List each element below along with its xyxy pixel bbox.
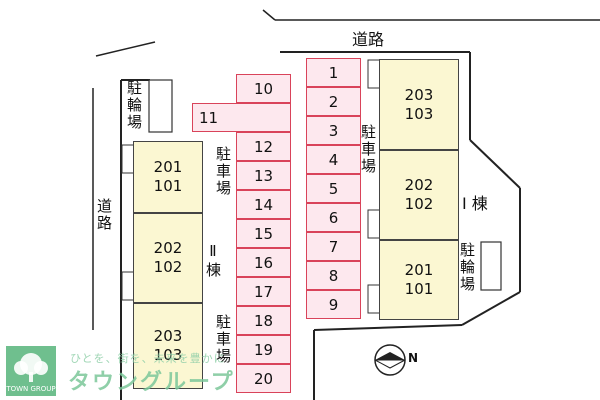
room-lower-number: 101	[404, 280, 434, 298]
room-lower-number: 103	[153, 346, 183, 364]
parking-stall-3: 3	[306, 116, 361, 145]
bike-parking-right-label: 駐輪場	[458, 242, 476, 293]
parking-stall-13: 13	[236, 161, 291, 190]
parking-stall-1: 1	[306, 58, 361, 87]
parking-stall-6: 6	[306, 203, 361, 232]
parking-stall-11: 11	[192, 103, 291, 132]
room-lower-number: 101	[153, 177, 183, 195]
room-lower-number: 102	[404, 195, 434, 213]
building-2-room-202-102: 202 102	[133, 213, 203, 303]
building-1-label: Ⅰ 棟	[462, 194, 488, 213]
room-upper-number: 203	[153, 327, 183, 345]
parking-stall-9: 9	[306, 290, 361, 319]
building-2-room-203-103: 203 103	[133, 303, 203, 389]
lot-boundary-right	[461, 291, 521, 326]
room-upper-number: 201	[404, 261, 434, 279]
logo-text: TOWN GROUP	[6, 385, 56, 393]
parking-right-label: 駐車場	[359, 124, 377, 175]
room-lower-number: 103	[404, 104, 434, 123]
town-group-logo: TOWN GROUP	[6, 346, 56, 396]
lot-boundary-right	[469, 139, 521, 189]
room-upper-number: 202	[153, 239, 183, 257]
parking-stall-18: 18	[236, 306, 291, 335]
road-edge-top	[262, 9, 276, 21]
parking-stall-12: 12	[236, 132, 291, 161]
watermark: TOWN GROUP ひとを、街を、未来を豊かに タウングループ	[0, 342, 600, 400]
road-label-top: 道路	[352, 30, 385, 49]
north-compass	[374, 344, 406, 376]
parking-stall-19: 19	[236, 335, 291, 364]
building-1-room-201-101: 201 101	[379, 240, 459, 320]
room-upper-number: 201	[153, 158, 183, 176]
room-lower-number: 102	[153, 258, 183, 276]
parking-stall-20: 20	[236, 364, 291, 393]
building-1-room-203-103: 203 103	[379, 59, 459, 150]
parking-stall-4: 4	[306, 145, 361, 174]
north-label: N	[408, 351, 419, 365]
bike-parking-left-label: 駐輪場	[125, 80, 143, 131]
building-1-room-202-102: 202 102	[379, 150, 459, 240]
parking-stall-2: 2	[306, 87, 361, 116]
tree-icon	[14, 353, 48, 382]
bike-parking-left-box	[148, 79, 173, 133]
building-2-label: Ⅱ棟	[204, 242, 222, 279]
parking-upper-left-label: 駐車場	[214, 146, 232, 197]
road-edge-left	[95, 41, 156, 57]
bike-parking-right-box	[480, 241, 502, 291]
parking-stall-17: 17	[236, 277, 291, 306]
parking-stall-10: 10	[236, 74, 291, 103]
room-upper-number: 203	[404, 85, 434, 104]
parking-stall-15: 15	[236, 219, 291, 248]
brand-name: タウングループ	[68, 370, 235, 395]
parking-stall-7: 7	[306, 232, 361, 261]
parking-stall-14: 14	[236, 190, 291, 219]
road-label-left: 道路	[95, 198, 113, 232]
lot-boundary-bottom	[313, 324, 463, 331]
parking-stall-5: 5	[306, 174, 361, 203]
building-2-room-201-101: 201 101	[133, 141, 203, 213]
slogan: ひとを、街を、未来を豊かに	[70, 352, 226, 365]
parking-lower-left-label: 駐車場	[214, 314, 232, 365]
parking-stall-8: 8	[306, 261, 361, 290]
parking-stall-16: 16	[236, 248, 291, 277]
room-upper-number: 202	[404, 176, 434, 194]
